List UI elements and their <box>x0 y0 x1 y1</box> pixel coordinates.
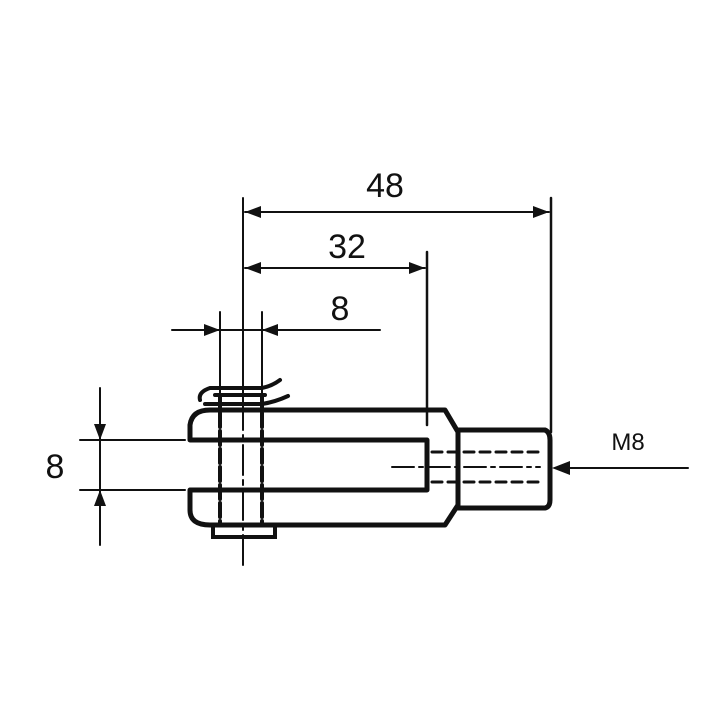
dimension-label-32: 32 <box>328 228 366 266</box>
clevis-body <box>187 407 461 528</box>
dimension-label-48: 48 <box>366 167 404 205</box>
dimension-label-slot-width: 8 <box>46 448 65 486</box>
pin-head <box>211 523 277 539</box>
dimension-label-pin: 8 <box>331 290 350 328</box>
thread-label: M8 <box>611 429 644 456</box>
spring-clip <box>197 378 290 406</box>
threaded-shank <box>455 427 553 511</box>
arrowheads <box>94 206 570 506</box>
